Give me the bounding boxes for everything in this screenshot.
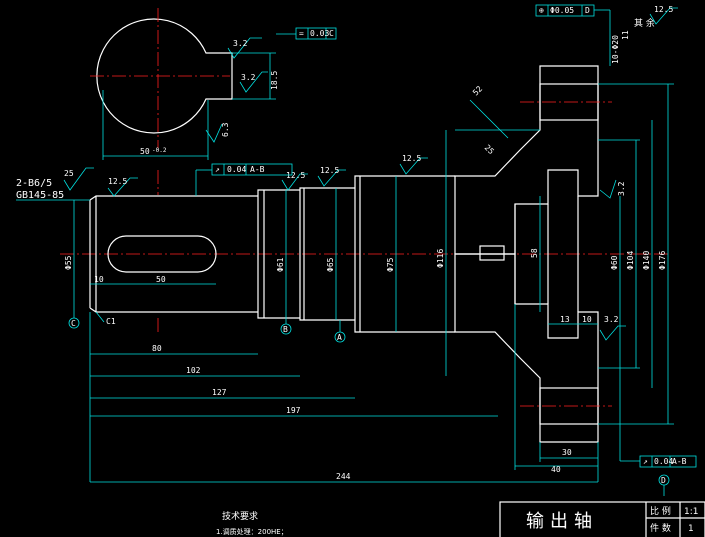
part-name: 输出轴 <box>526 511 598 532</box>
datum-b-label: B <box>283 325 288 334</box>
notes-title: 技术要求 <box>222 510 258 522</box>
dim-10: 10 <box>582 315 592 324</box>
dim-dia-bearing1: Φ61 <box>276 257 285 272</box>
rough-b: 12.5 <box>286 171 305 180</box>
dim-30: 30 <box>562 448 572 457</box>
shaft-outline <box>89 175 455 333</box>
section-rough-low: 6.3 <box>221 122 230 137</box>
datum-c-label: C <box>71 319 76 328</box>
section-rough-mid: 3.2 <box>241 73 256 82</box>
position-symbol: ⊕ <box>539 6 544 15</box>
title-block-frame <box>499 501 705 537</box>
dim-dia-seal: Φ65 <box>326 257 335 272</box>
rest-label: 其 余 <box>634 17 655 29</box>
rough-face: 3.2 <box>604 315 619 324</box>
rough-d: 12.5 <box>402 154 421 163</box>
rough-c: 12.5 <box>320 166 339 175</box>
dim-bore-depth: 58 <box>530 248 539 258</box>
runout-frame <box>211 163 293 176</box>
dim-key-offset: 10 <box>94 275 104 284</box>
dim-dia-hub: Φ116 <box>436 249 445 268</box>
section-width-tol: -0.2 <box>152 147 167 154</box>
dim-dia-bore: Φ104 <box>626 251 635 270</box>
position-datum: D <box>585 6 590 15</box>
flatness-tol: 0.03 <box>310 29 329 38</box>
runout-tol-bottom: 0.04 <box>654 457 673 466</box>
section-depth-dim: 18.5 <box>270 71 279 90</box>
qty-label: 件 数 <box>650 522 671 534</box>
dim-127: 127 <box>212 388 227 397</box>
dim-52: 52 <box>471 84 484 97</box>
section-rough-top: 3.2 <box>233 39 248 48</box>
dim-dia-inner: Φ60 <box>610 255 619 270</box>
rough-bore: 3.2 <box>617 181 626 196</box>
dim-dia-keyway: Φ55 <box>64 255 73 270</box>
runout-datum: A-B <box>250 165 265 174</box>
position-frame <box>535 4 595 17</box>
dim-dia-bearing2: Φ75 <box>386 257 395 272</box>
dim-80: 80 <box>152 344 162 353</box>
keyway-slot <box>107 235 217 273</box>
cross-section-view: 50 -0.2 18.5 3.2 3.2 6.3 = 0.03 C <box>90 8 337 160</box>
datum-c-marker <box>68 317 80 329</box>
flatness-symbol: = <box>299 29 304 38</box>
dimensions: Φ55 Φ61 Φ65 Φ75 Φ116 58 Φ60 Φ104 Φ140 Φ1… <box>64 83 674 483</box>
position-tol: Φ0.05 <box>550 6 574 15</box>
oil-hole <box>479 245 505 261</box>
rough-a: 12.5 <box>108 177 127 186</box>
dim-25: 25 <box>483 143 496 156</box>
center-hole-note: 2-B6/5 <box>16 178 52 189</box>
runout-datum-bottom: A-B <box>672 457 687 466</box>
surface-notes: 25 2-B6/5 GB145-85 12.5 12.5 12.5 12.5 3… <box>16 4 697 468</box>
runout-symbol: ↗ <box>215 165 220 174</box>
qty-value: 1 <box>688 524 694 534</box>
dim-key-length: 50 <box>156 275 166 284</box>
scale-label: 比 例 <box>650 505 671 517</box>
bore-face-lines <box>514 196 579 312</box>
chamfer-label: C1 <box>106 317 116 326</box>
technical-notes: 技术要求 1.调质处理：200HE； <box>216 510 288 536</box>
holes-note: 10-Φ20 <box>611 35 620 64</box>
section-width-dim: 50 <box>140 147 150 156</box>
dim-40: 40 <box>551 465 561 474</box>
dim-dia-pitch: Φ140 <box>642 251 651 270</box>
runout-tol: 0.04 <box>227 165 246 174</box>
shaft-view <box>60 65 670 443</box>
dim-244: 244 <box>336 472 351 481</box>
datum-d-label: D <box>661 476 666 485</box>
dim-dia-outer: Φ176 <box>658 251 667 270</box>
holes-depth: 11 <box>621 30 630 40</box>
datum-a-marker <box>334 331 346 343</box>
dim-13: 13 <box>560 315 570 324</box>
flatness-frame <box>295 27 337 40</box>
datum-markers: C B A D <box>68 308 670 496</box>
runout-frame-bottom <box>639 455 697 468</box>
center-hole-std: GB145-85 <box>16 190 64 201</box>
notes-line1: 1.调质处理：200HE； <box>216 527 288 536</box>
datum-b-marker <box>280 323 292 335</box>
flatness-datum: C <box>329 29 334 38</box>
runout-symbol-bottom: ↗ <box>643 457 648 466</box>
dim-102: 102 <box>186 366 201 375</box>
datum-a-label: A <box>337 333 342 342</box>
title-block: 输出轴 比 例 1:1 件 数 1 <box>499 501 705 537</box>
section-outline <box>96 18 233 134</box>
dim-197: 197 <box>286 406 301 415</box>
gear-hub-lower <box>454 253 599 443</box>
scale-value: 1:1 <box>684 507 698 517</box>
rough-left: 25 <box>64 169 74 178</box>
rough-rest: 12.5 <box>654 5 673 14</box>
